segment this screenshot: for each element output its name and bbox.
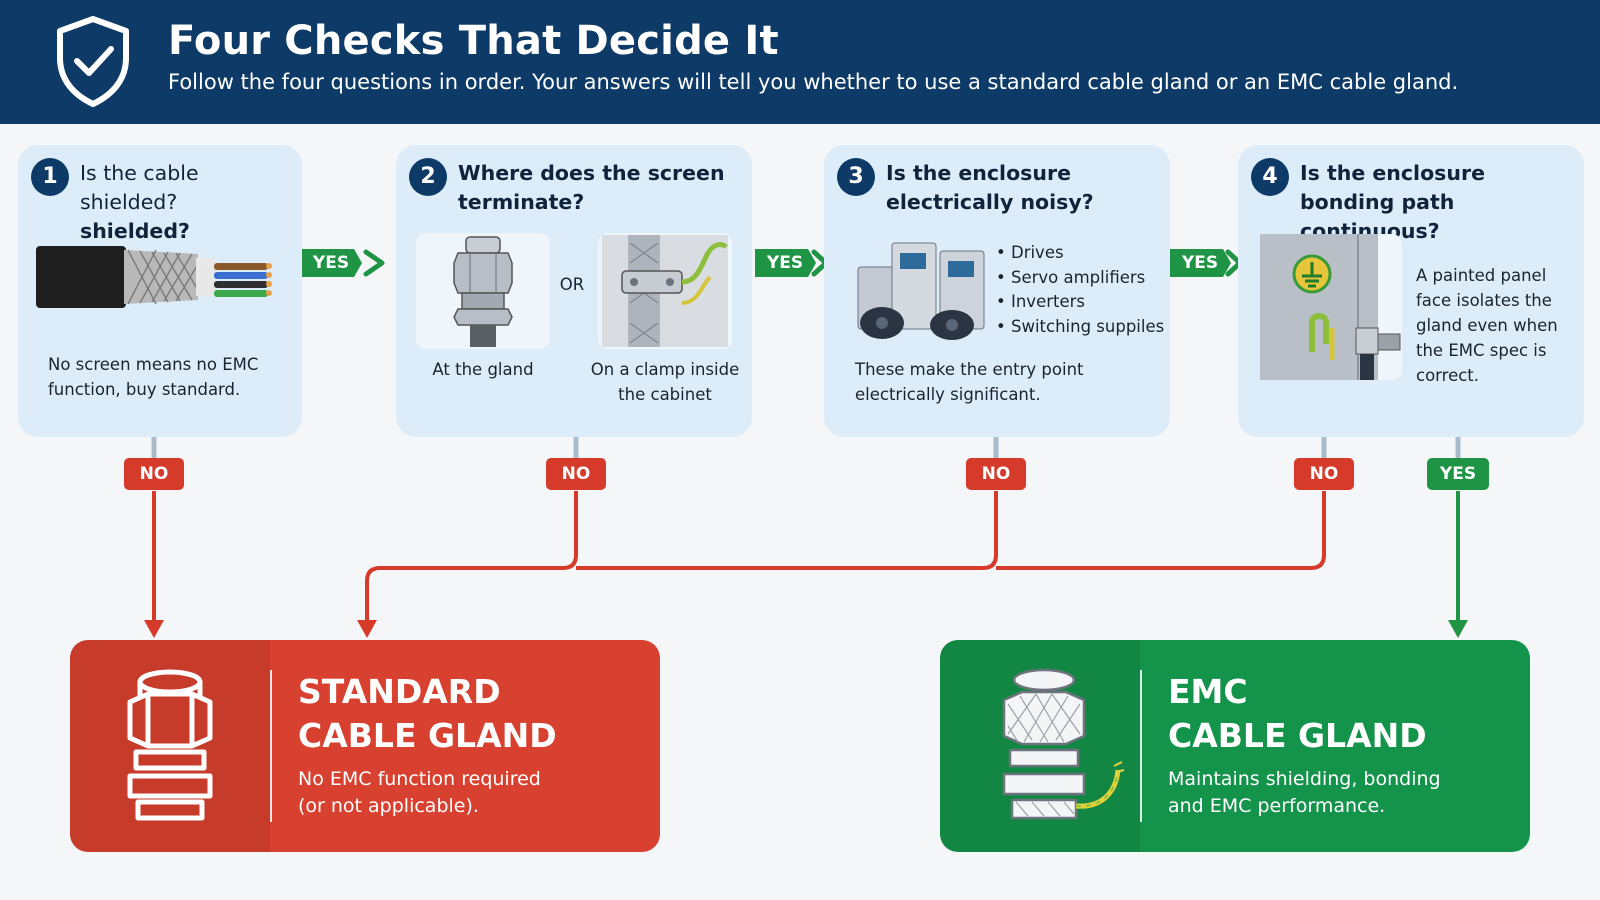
yes-tag-4: YES bbox=[1427, 458, 1489, 490]
noise-source-item: Switching suppiles bbox=[996, 315, 1166, 340]
standard-gland-icon bbox=[127, 669, 213, 821]
step-question: Is the enclosure electrically noisy? bbox=[886, 161, 1094, 214]
yes-label-1: YES bbox=[312, 253, 350, 273]
outcome-divider bbox=[270, 670, 272, 822]
step-card-2: 2 Where does the screen terminate? OR At… bbox=[396, 145, 752, 437]
drives-equipment-icon bbox=[857, 242, 985, 340]
shielded-cable-icon bbox=[36, 246, 272, 308]
step-question: Where does the screen terminate? bbox=[458, 161, 725, 214]
step-card-3: 3 Is the enclosure electrically noisy? D… bbox=[824, 145, 1170, 437]
or-label: OR bbox=[559, 275, 585, 294]
no-tag-3: NO bbox=[966, 458, 1026, 490]
page-title: Four Checks That Decide It bbox=[168, 18, 779, 64]
step-question: Is the enclosure bonding path continuous… bbox=[1300, 161, 1485, 243]
outcome-standard-gland: STANDARD CABLE GLAND No EMC function req… bbox=[70, 640, 660, 852]
yes-label-3: YES bbox=[1181, 253, 1219, 273]
no-path-2 bbox=[365, 491, 578, 620]
arrow-head-yes-final bbox=[1448, 620, 1468, 638]
noise-source-item: Inverters bbox=[996, 290, 1166, 315]
page-subtitle: Follow the four questions in order. Your… bbox=[168, 70, 1459, 94]
bonded-panel-icon bbox=[1260, 234, 1401, 380]
yes-arrow-1 bbox=[301, 249, 385, 277]
no-path-4 bbox=[996, 491, 1326, 570]
arrow-head-no-2 bbox=[357, 620, 377, 638]
step-card-1: 1 Is the cable shielded? shielded? No sc… bbox=[18, 145, 302, 437]
outcome-title: STANDARD CABLE GLAND bbox=[298, 672, 557, 755]
step-note: These make the entry point electrically … bbox=[855, 360, 1084, 404]
no-tag-2: NO bbox=[546, 458, 606, 490]
shield-check-icon bbox=[57, 16, 129, 107]
noise-source-item: Servo amplifiers bbox=[996, 266, 1166, 291]
outcome-title: EMC CABLE GLAND bbox=[1168, 672, 1427, 755]
no-path-3 bbox=[576, 491, 998, 570]
outcome-description: Maintains shielding, bonding and EMC per… bbox=[1168, 768, 1441, 817]
outcome-divider bbox=[1140, 670, 1142, 822]
step-number: 4 bbox=[1251, 158, 1289, 196]
emc-gland-icon bbox=[1002, 668, 1125, 820]
option-at-gland: At the gland bbox=[432, 360, 534, 379]
panel-image-box bbox=[1260, 234, 1402, 380]
no-tag-4: NO bbox=[1294, 458, 1354, 490]
step-number: 3 bbox=[837, 158, 875, 196]
header-banner: Four Checks That Decide It Follow the fo… bbox=[0, 0, 1600, 124]
step-number: 1 bbox=[31, 158, 69, 196]
no-tag-1: NO bbox=[124, 458, 184, 490]
clamp-image-box bbox=[598, 233, 732, 349]
step-number: 2 bbox=[409, 158, 447, 196]
option-on-clamp: On a clamp inside the cabinet bbox=[590, 360, 740, 404]
gland-image-box bbox=[416, 233, 550, 349]
step-card-4: 4 Is the enclosure bonding path continuo… bbox=[1238, 145, 1584, 437]
step-question: Is the cable shielded? shielded? bbox=[80, 161, 199, 243]
step-note: No screen means no EMC function, buy sta… bbox=[48, 355, 259, 399]
outcome-description: No EMC function required (or not applica… bbox=[298, 768, 541, 817]
yes-label-2: YES bbox=[766, 253, 804, 273]
noise-sources-list: Drives Servo amplifiers Inverters Switch… bbox=[996, 241, 1166, 339]
step-note: A painted panel face isolates the gland … bbox=[1416, 266, 1558, 385]
outcome-emc-gland: EMC CABLE GLAND Maintains shielding, bon… bbox=[940, 640, 1530, 852]
arrow-head-no-1 bbox=[144, 620, 164, 638]
cable-gland-icon bbox=[453, 236, 513, 347]
cabinet-clamp-icon bbox=[602, 235, 728, 347]
noise-source-item: Drives bbox=[996, 241, 1166, 266]
